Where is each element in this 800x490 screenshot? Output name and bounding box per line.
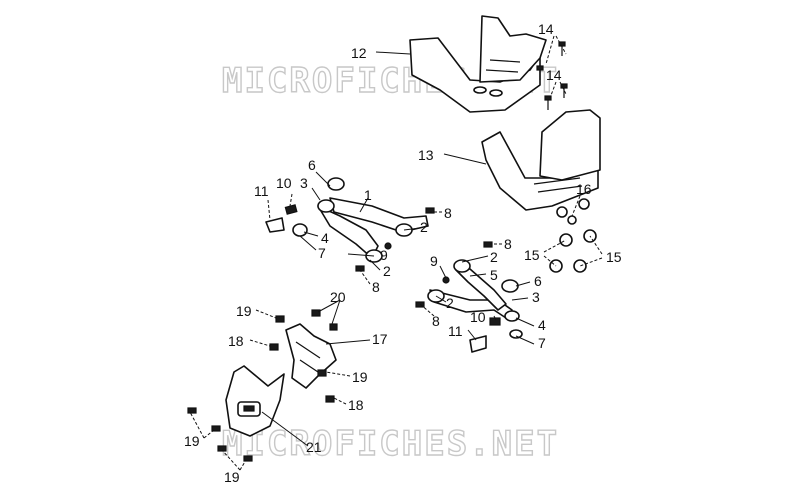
part-12-footrest-upper bbox=[409, 15, 547, 113]
callout-2-b: 2 bbox=[383, 263, 391, 279]
callout-16: 16 bbox=[576, 181, 592, 197]
callout-7-a: 7 bbox=[318, 245, 326, 261]
callout-7-b: 7 bbox=[538, 335, 546, 351]
part-13-footrest-lower bbox=[481, 109, 601, 211]
callout-12: 12 bbox=[351, 45, 367, 61]
callout-8-b: 8 bbox=[372, 279, 380, 295]
part-14-screws bbox=[536, 41, 568, 110]
callout-19-a: 19 bbox=[236, 303, 252, 319]
callout-14-a: 14 bbox=[538, 21, 554, 37]
callout-19-d: 19 bbox=[224, 469, 240, 485]
callout-4-a: 4 bbox=[321, 230, 329, 246]
callout-9-b: 9 bbox=[430, 253, 438, 269]
callout-10-a: 10 bbox=[276, 175, 292, 191]
callout-13: 13 bbox=[418, 147, 434, 163]
callout-9-a: 9 bbox=[380, 247, 388, 263]
callout-15-a: 15 bbox=[524, 247, 540, 263]
callout-8-d: 8 bbox=[432, 313, 440, 329]
callout-18-a: 18 bbox=[228, 333, 244, 349]
callout-19-c: 19 bbox=[184, 433, 200, 449]
callout-2-d: 2 bbox=[446, 295, 454, 311]
callout-21: 21 bbox=[306, 439, 322, 455]
callout-18-b: 18 bbox=[348, 397, 364, 413]
part-1-upper-a-arm bbox=[265, 177, 435, 272]
callout-19-b: 19 bbox=[352, 369, 368, 385]
callout-4-b: 4 bbox=[538, 317, 546, 333]
callout-labels: 12 14 14 13 6 3 10 11 1 8 2 4 7 9 2 8 8 … bbox=[184, 21, 622, 485]
callout-3-a: 3 bbox=[300, 175, 308, 191]
callout-2-a: 2 bbox=[420, 219, 428, 235]
part-20-bolts bbox=[311, 309, 338, 331]
part-18-19-bolts bbox=[187, 369, 335, 462]
callout-6-b: 6 bbox=[534, 273, 542, 289]
callout-1: 1 bbox=[364, 187, 372, 203]
callout-8-c: 8 bbox=[504, 236, 512, 252]
callout-11-a: 11 bbox=[254, 183, 269, 199]
part-15-16-nuts bbox=[549, 198, 597, 273]
callout-15-b: 15 bbox=[606, 249, 622, 265]
callout-20: 20 bbox=[330, 289, 346, 305]
leader-lines bbox=[189, 35, 603, 471]
callout-8-a: 8 bbox=[444, 205, 452, 221]
callout-14-b: 14 bbox=[546, 67, 562, 83]
callout-2-c: 2 bbox=[490, 249, 498, 265]
watermark-bottom: MICROFICHES.NET bbox=[222, 424, 559, 464]
callout-3-b: 3 bbox=[532, 289, 540, 305]
callout-11-b: 11 bbox=[448, 323, 463, 339]
part-lower-a-arm bbox=[415, 241, 523, 353]
callout-10-b: 10 bbox=[470, 309, 486, 325]
callout-17: 17 bbox=[372, 331, 388, 347]
callout-5: 5 bbox=[490, 267, 498, 283]
part-17-bracket bbox=[269, 315, 337, 389]
part-21-front-guard bbox=[225, 365, 285, 437]
callout-6-a: 6 bbox=[308, 157, 316, 173]
